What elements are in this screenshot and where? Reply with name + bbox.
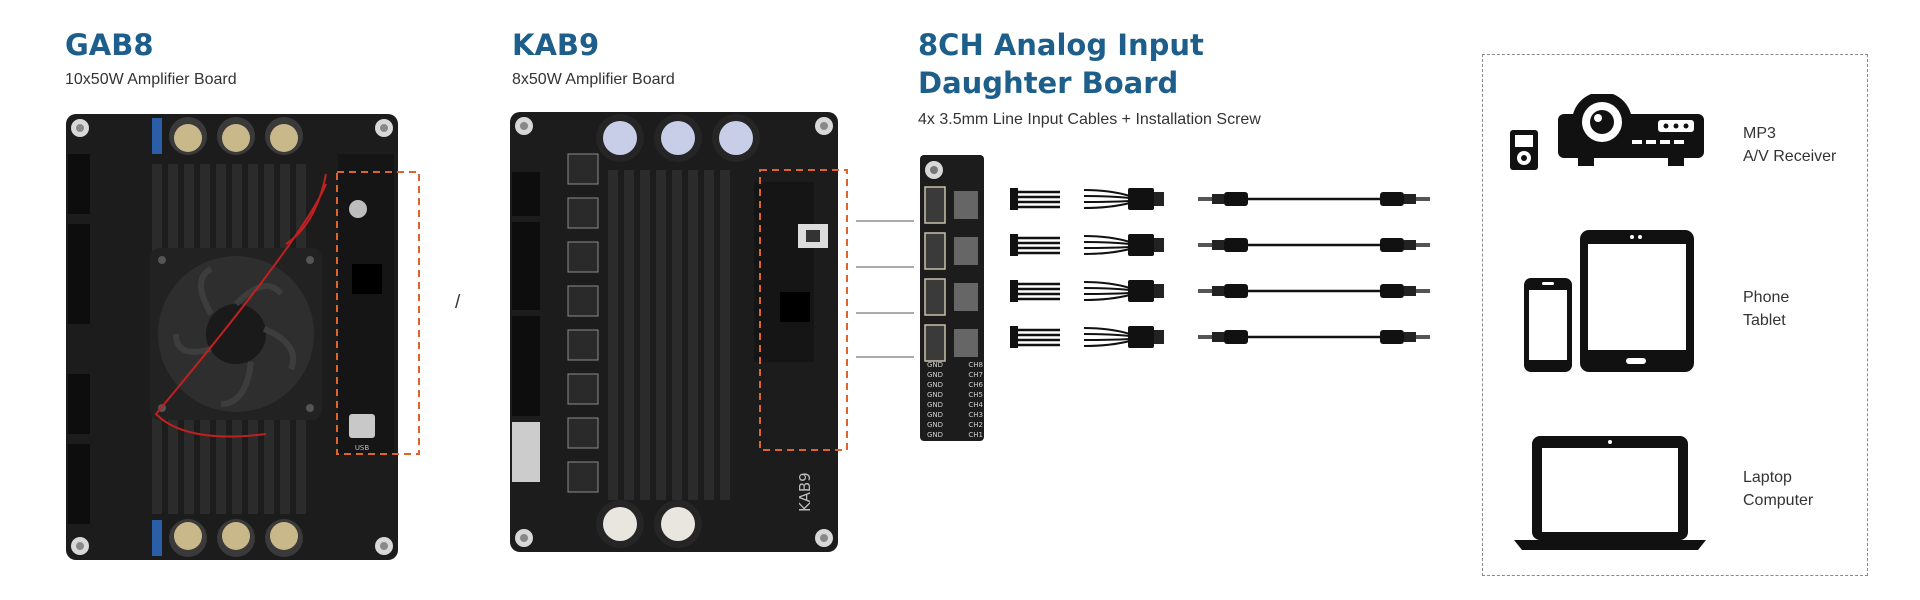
pin-row: GND CH8 [927,360,983,370]
pin-gnd: GND [927,391,944,399]
pin-channel: CH6 [968,381,983,389]
gab8-board-image: USB [66,114,420,560]
pin-row: GND CH1 [927,430,983,440]
source-line1: Laptop [1743,469,1792,486]
tablet-icon [1580,230,1694,372]
pin-gnd: GND [927,371,944,379]
pin-channel: CH7 [968,371,983,379]
pin-row: GND CH4 [927,400,983,410]
source-line2: Tablet [1743,312,1786,329]
source-line1: MP3 [1743,125,1776,142]
source-label-computer: Laptop Computer [1743,466,1813,512]
kab9-subtitle: 8x50W Amplifier Board [512,71,675,88]
source-line1: Phone [1743,289,1790,306]
connection-lines [856,220,914,358]
pin-row: GND CH6 [927,380,983,390]
source-label-audio: MP3 A/V Receiver [1743,122,1836,168]
kab9-title: KAB9 [512,28,600,62]
cable-set [1008,186,1432,350]
daughter-pin-labels: GND CH8 GND CH7 GND CH6 GND CH5 GND CH4 GND CH… [927,360,983,440]
pin-gnd: GND [927,411,944,419]
pin-row: GND CH2 [927,420,983,430]
kab9-board-text: KAB9 [796,472,814,512]
av-receiver-icon [1558,94,1704,166]
source-line2: A/V Receiver [1743,148,1837,165]
separator-slash: / [455,292,461,313]
pin-channel: CH4 [968,401,983,409]
pin-channel: CH1 [968,431,983,439]
audio-sources-icons [1510,94,1704,170]
pin-gnd: GND [927,421,944,429]
kab9-board-image: KAB9 [510,112,848,552]
pin-gnd: GND [927,431,944,439]
phone-icon [1524,278,1572,372]
source-label-mobile: Phone Tablet [1743,286,1789,332]
laptop-icon [1514,436,1706,550]
pin-gnd: GND [927,361,944,369]
pin-row: GND CH3 [927,410,983,420]
gab8-usb-label: USB [355,444,370,452]
gab8-title: GAB8 [65,28,154,62]
pin-row: GND CH7 [927,370,983,380]
pin-channel: CH3 [968,411,983,419]
daughter-subtitle: 4x 3.5mm Line Input Cables + Installatio… [918,111,1261,128]
pin-channel: CH2 [968,421,983,429]
pin-gnd: GND [927,401,944,409]
gab8-subtitle: 10x50W Amplifier Board [65,71,237,88]
mobile-sources-icons [1524,230,1694,372]
pin-channel: CH8 [968,361,983,369]
sources-panel [1482,54,1868,576]
laptop-sources-icons [1514,436,1706,550]
daughter-title-line1: 8CH Analog Input [918,28,1204,62]
daughter-board-image [920,155,984,441]
pin-row: GND CH5 [927,390,983,400]
daughter-title-line2: Daughter Board [918,66,1179,100]
source-line2: Computer [1743,492,1814,509]
mp3-player-icon [1510,130,1538,170]
pin-gnd: GND [927,381,944,389]
pin-channel: CH5 [968,391,983,399]
